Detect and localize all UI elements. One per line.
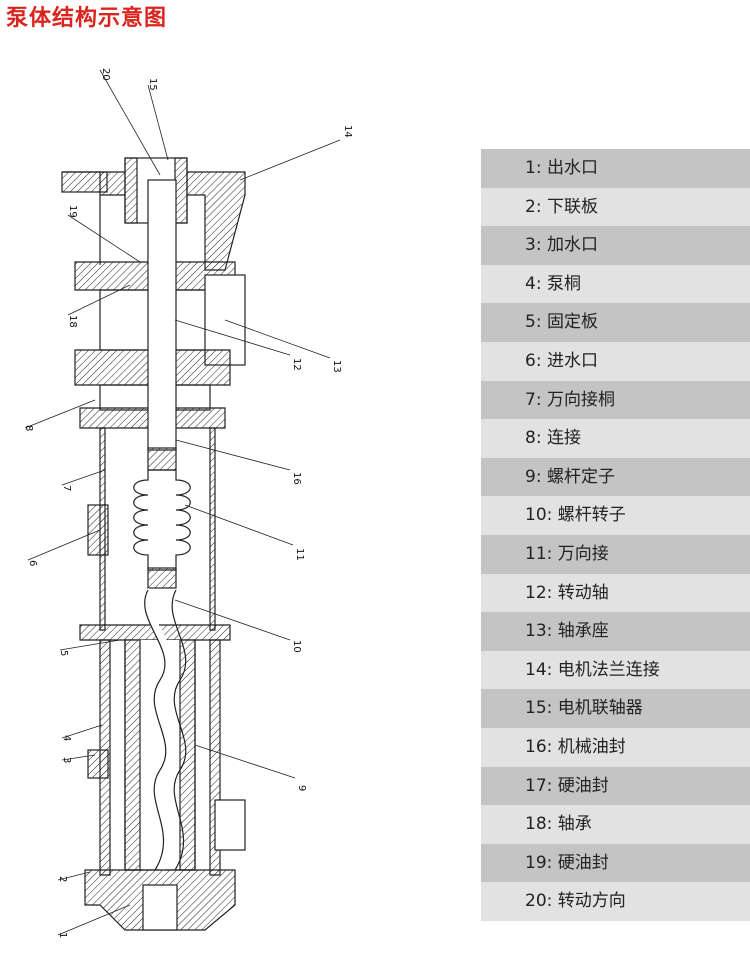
legend-item: 13: 轴承座	[481, 612, 750, 651]
legend-item: 17: 硬油封	[481, 766, 750, 806]
callout-2: 2	[57, 876, 68, 882]
legend-item: 20: 转动方向	[481, 882, 750, 921]
callout-18: 18	[67, 315, 78, 328]
legend-item: 9: 螺杆定子	[481, 457, 750, 497]
parts-legend: 1: 出水口 2: 下联板 3: 加水口 4: 泵桐 5: 固定板 6: 进水口…	[481, 149, 750, 921]
legend-item: 15: 电机联轴器	[481, 689, 750, 728]
callout-13: 13	[331, 360, 342, 373]
legend-item: 18: 轴承	[481, 805, 750, 844]
callout-4: 4	[61, 735, 72, 741]
legend-item: 2: 下联板	[481, 187, 750, 227]
callout-1: 1	[57, 932, 68, 938]
legend-item: 5: 固定板	[481, 303, 750, 342]
legend-item: 16: 机械油封	[481, 727, 750, 767]
legend-item: 7: 万向接桐	[481, 380, 750, 420]
callout-16: 16	[291, 472, 302, 485]
callout-15: 15	[147, 78, 158, 91]
legend-item: 1: 出水口	[481, 149, 750, 188]
callout-14: 14	[342, 125, 353, 138]
legend-item: 8: 连接	[481, 419, 750, 458]
legend-item: 6: 进水口	[481, 341, 750, 381]
callout-19: 19	[67, 205, 78, 218]
legend-item: 3: 加水口	[481, 226, 750, 265]
legend-item: 10: 螺杆转子	[481, 496, 750, 535]
callout-5: 5	[58, 650, 69, 656]
callout-12: 12	[291, 358, 302, 371]
callout-20: 20	[100, 68, 111, 81]
callout-8: 8	[23, 425, 34, 431]
callout-7: 7	[61, 485, 72, 491]
callout-10: 10	[291, 640, 302, 653]
legend-item: 4: 泵桐	[481, 264, 750, 304]
page-title: 泵体结构示意图	[6, 6, 168, 31]
callout-11: 11	[294, 548, 305, 561]
callout-6: 6	[27, 560, 38, 566]
pump-structure-diagram: 20 15 14 19 18 12 13 8 16 7 11 6 10 5 4 …	[23, 68, 353, 938]
rotor	[144, 588, 175, 873]
legend-item: 11: 万向接	[481, 534, 750, 574]
legend-item: 14: 电机法兰连接	[481, 650, 750, 690]
drive-shaft	[147, 179, 177, 451]
universal-joint	[133, 469, 191, 571]
legend-item: 19: 硬油封	[481, 843, 750, 883]
legend-item: 12: 转动轴	[481, 573, 750, 613]
callout-3: 3	[61, 757, 72, 763]
callout-9: 9	[296, 785, 307, 791]
